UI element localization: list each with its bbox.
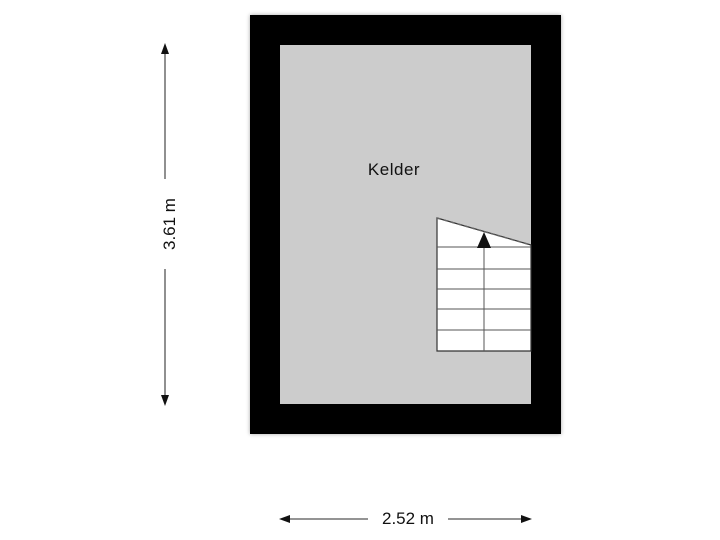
staircase [436,217,532,352]
dimension-height-label: 3.61 m [160,179,182,269]
dimension-height-line [161,43,169,406]
room-label-kelder: Kelder [367,160,421,179]
dimension-width-label: 2.52 m [368,509,448,529]
dimension-width-line [279,515,532,523]
stairs-up-arrow-icon [477,232,491,248]
